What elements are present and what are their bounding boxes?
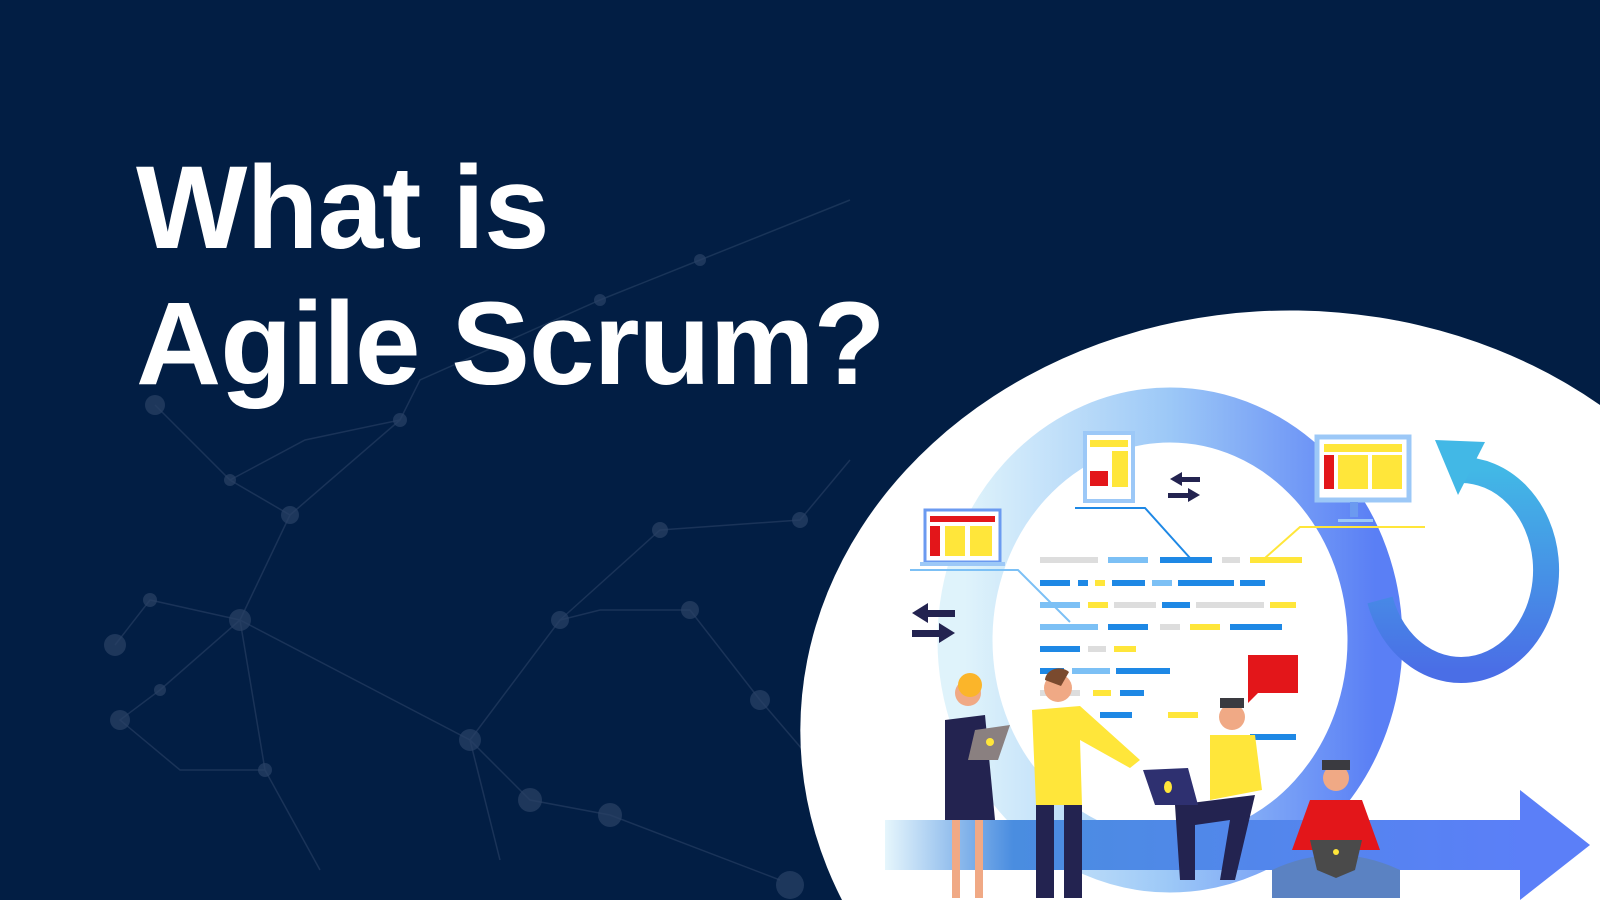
speech-bubble-icon — [1248, 655, 1298, 703]
headline: What is Agile Scrum? — [136, 140, 886, 412]
exchange-arrows-icon — [912, 472, 1200, 643]
laptop-icon — [920, 508, 1005, 566]
progress-arrow-icon — [885, 820, 1525, 870]
person-man-red-cross-legged — [1272, 760, 1400, 898]
person-man-yellow-standing — [1032, 668, 1140, 898]
tablet-icon — [1083, 431, 1135, 503]
headline-line-2: Agile Scrum? — [136, 278, 886, 410]
person-woman-tablet — [945, 673, 1010, 898]
person-man-laptop-sitting — [1143, 698, 1262, 880]
iteration-arrow-icon — [1367, 456, 1560, 683]
monitor-icon — [1314, 434, 1412, 522]
headline-line-1: What is — [136, 142, 550, 274]
